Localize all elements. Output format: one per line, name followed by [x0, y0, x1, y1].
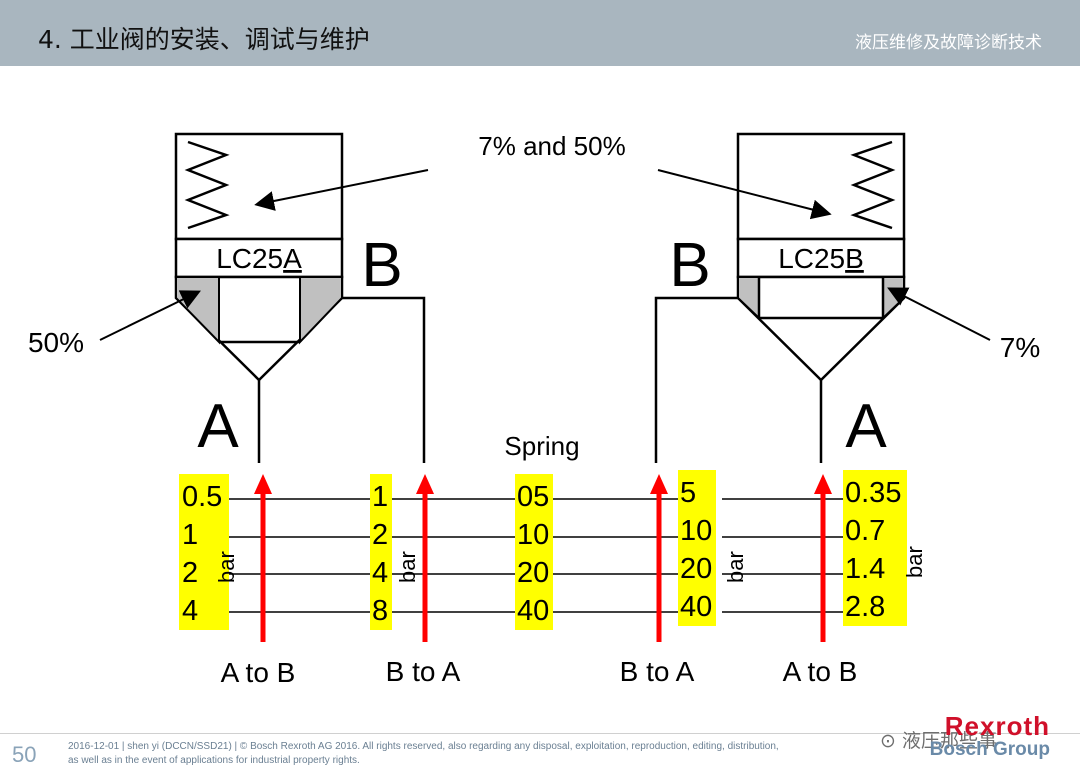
- port-a-right: A: [845, 392, 887, 461]
- port-a-left: A: [197, 392, 239, 461]
- col-4-value: 40: [680, 591, 712, 623]
- flow-label-4: B to A: [620, 656, 695, 687]
- right-valve-label: LC25B: [778, 243, 864, 274]
- col-1-value: 0.5: [182, 481, 222, 513]
- flow-label-2: B to A: [386, 656, 461, 687]
- flow-label-1: A to B: [221, 657, 296, 688]
- footer-divider: [0, 733, 1080, 734]
- col-3-highlight: [515, 474, 553, 630]
- unit-label: bar: [395, 551, 420, 583]
- col-2-highlight: [370, 474, 392, 630]
- col-3-value: 40: [517, 595, 549, 627]
- col-5-value: 0.7: [845, 515, 885, 547]
- brand-logo: Rexroth Bosch Group: [930, 712, 1050, 760]
- col-5-value: 0.35: [845, 477, 901, 509]
- footer-line-1: 2016-12-01 | shen yi (DCCN/SSD21) | © Bo…: [68, 741, 779, 752]
- col-1-value: 2: [182, 557, 198, 589]
- unit-label: bar: [214, 551, 239, 583]
- brand-rexroth: Rexroth: [944, 711, 1050, 741]
- col-1-highlight: [179, 474, 229, 630]
- col-4-value: 5: [680, 477, 696, 509]
- footer-copyright: 2016-12-01 | shen yi (DCCN/SSD21) | © Bo…: [68, 740, 888, 768]
- col-4-value: 10: [680, 515, 712, 547]
- footer-line-2: as well as in the event of applications …: [68, 755, 360, 766]
- flow-label-5: A to B: [783, 656, 858, 687]
- slide-subtitle: 液压维修及故障诊断技术: [855, 33, 1042, 53]
- header-bar: 4. 工业阀的安装、调试与维护 液压维修及故障诊断技术: [0, 0, 1080, 66]
- right-seat-right: [882, 276, 905, 321]
- col-2-value: 2: [372, 519, 388, 551]
- left-valve: LC25A: [174, 132, 426, 463]
- valve-diagram: LC25A LC25B B B A A 7% and 50% 50% 7% Sp…: [28, 131, 1040, 688]
- right-spring-icon: [850, 140, 896, 230]
- wechat-watermark: ⊙ 液压那些事: [880, 726, 997, 753]
- brand-bosch-group: Bosch Group: [929, 739, 1050, 760]
- slide-title: 4. 工业阀的安装、调试与维护: [38, 25, 370, 54]
- watermark-text: 液压那些事: [901, 730, 997, 752]
- left-callout: 50%: [28, 327, 84, 358]
- col-3-value: 20: [517, 557, 549, 589]
- col-3-value: 10: [517, 519, 549, 551]
- flow-arrows: [254, 474, 832, 642]
- col-5-highlight: [843, 470, 907, 626]
- unit-label: bar: [902, 546, 927, 578]
- col-5-value: 2.8: [845, 591, 885, 623]
- col-5-value: 1.4: [845, 553, 885, 585]
- unit-label: bar: [723, 551, 748, 583]
- spring-label: Spring: [504, 431, 579, 461]
- left-spring-icon: [184, 140, 230, 230]
- col-1-value: 4: [182, 595, 198, 627]
- right-valve: LC25B: [654, 132, 906, 463]
- col-3-value: 05: [517, 481, 549, 513]
- col-2-value: 4: [372, 557, 388, 589]
- col-2-value: 8: [372, 595, 388, 627]
- col-2-value: 1: [372, 481, 388, 513]
- left-valve-label: LC25A: [216, 243, 302, 274]
- wechat-icon: ⊙: [880, 730, 896, 752]
- top-annotation: 7% and 50%: [478, 131, 625, 161]
- page-number: 50: [12, 742, 37, 767]
- right-callout: 7%: [1000, 332, 1040, 363]
- right-seat-left: [737, 276, 760, 321]
- col-1-value: 1: [182, 519, 198, 551]
- col-4-highlight: [678, 470, 716, 626]
- left-seat-right: [299, 276, 343, 345]
- port-b-right: B: [669, 231, 710, 300]
- col-4-value: 20: [680, 553, 712, 585]
- port-b-left: B: [361, 231, 402, 300]
- left-seat-left: [175, 276, 220, 345]
